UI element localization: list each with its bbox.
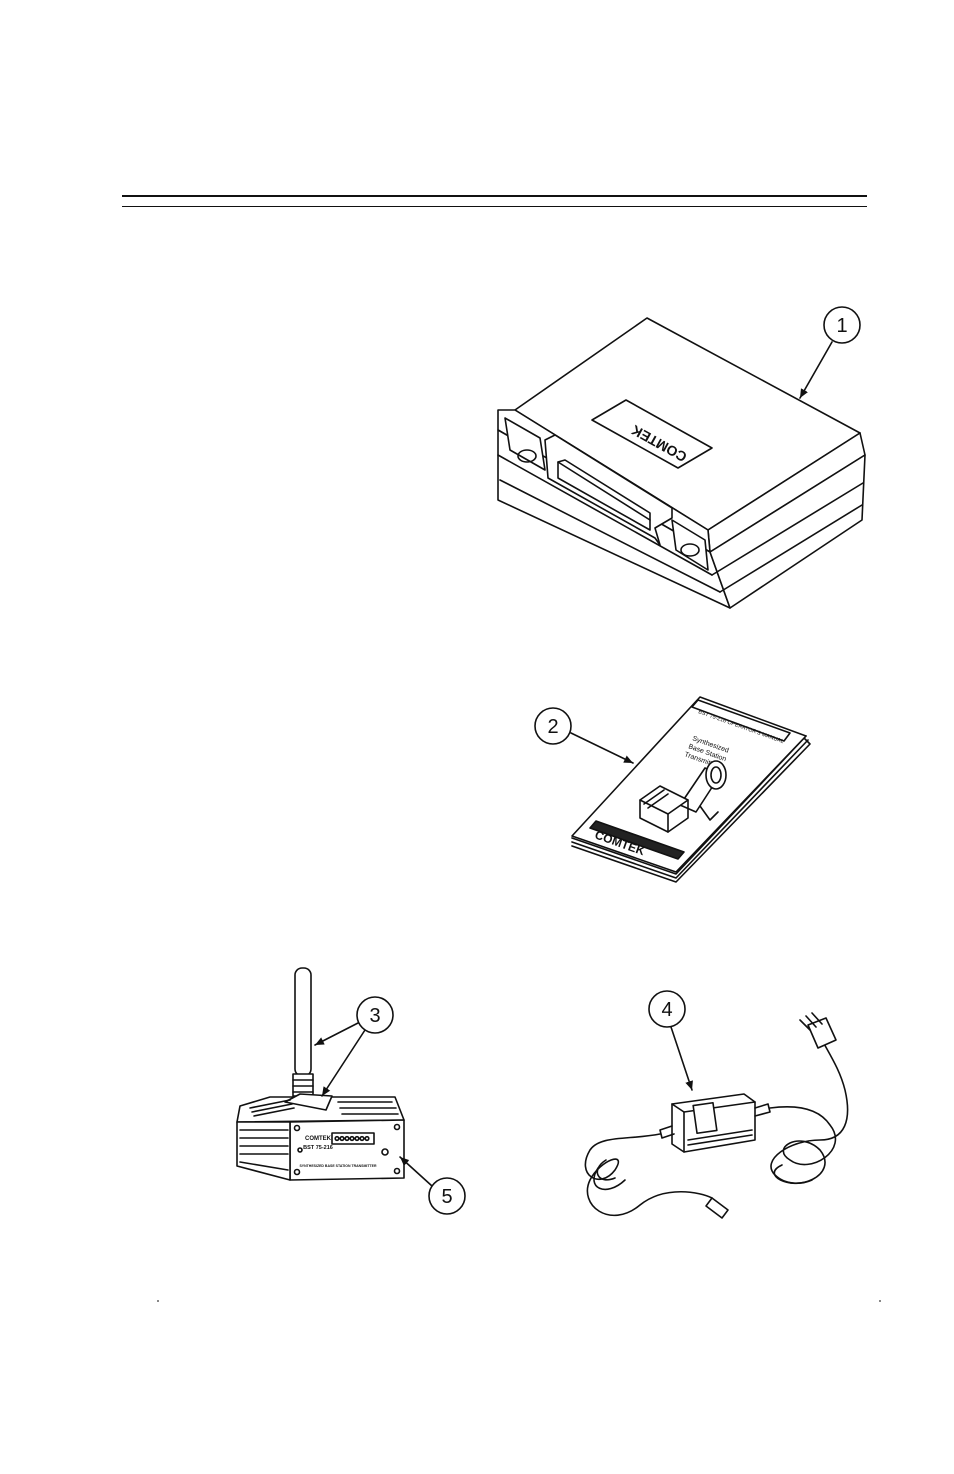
callout-5: 5 [400,1157,465,1214]
operators-manual-illustration: BST 75-216 OPERATOR'S MANUAL Synthesized… [572,697,810,882]
transmitter-model-text: BST 75-216 [303,1145,333,1151]
callout-4: 4 [649,991,692,1090]
callout-3-number: 3 [369,1005,380,1027]
callout-1-number: 1 [836,315,847,337]
callout-2-number: 2 [547,716,558,738]
power-supply-illustration [585,1013,847,1218]
callout-2: 2 [535,708,633,763]
carrying-case-illustration: COMTEK [498,318,865,608]
callout-4-number: 4 [661,999,672,1021]
callout-1: 1 [800,307,860,398]
transmitter-brand-text: COMTEK [305,1136,332,1142]
transmitter-footer-text: SYNTHESIZED BASE STATION TRANSMITTER [299,1164,377,1168]
callout-5-number: 5 [441,1186,452,1208]
antenna-illustration [293,968,313,1096]
margin-mark-right [879,1300,881,1302]
callout-3: 3 [315,997,393,1096]
margin-mark-left [157,1300,159,1302]
